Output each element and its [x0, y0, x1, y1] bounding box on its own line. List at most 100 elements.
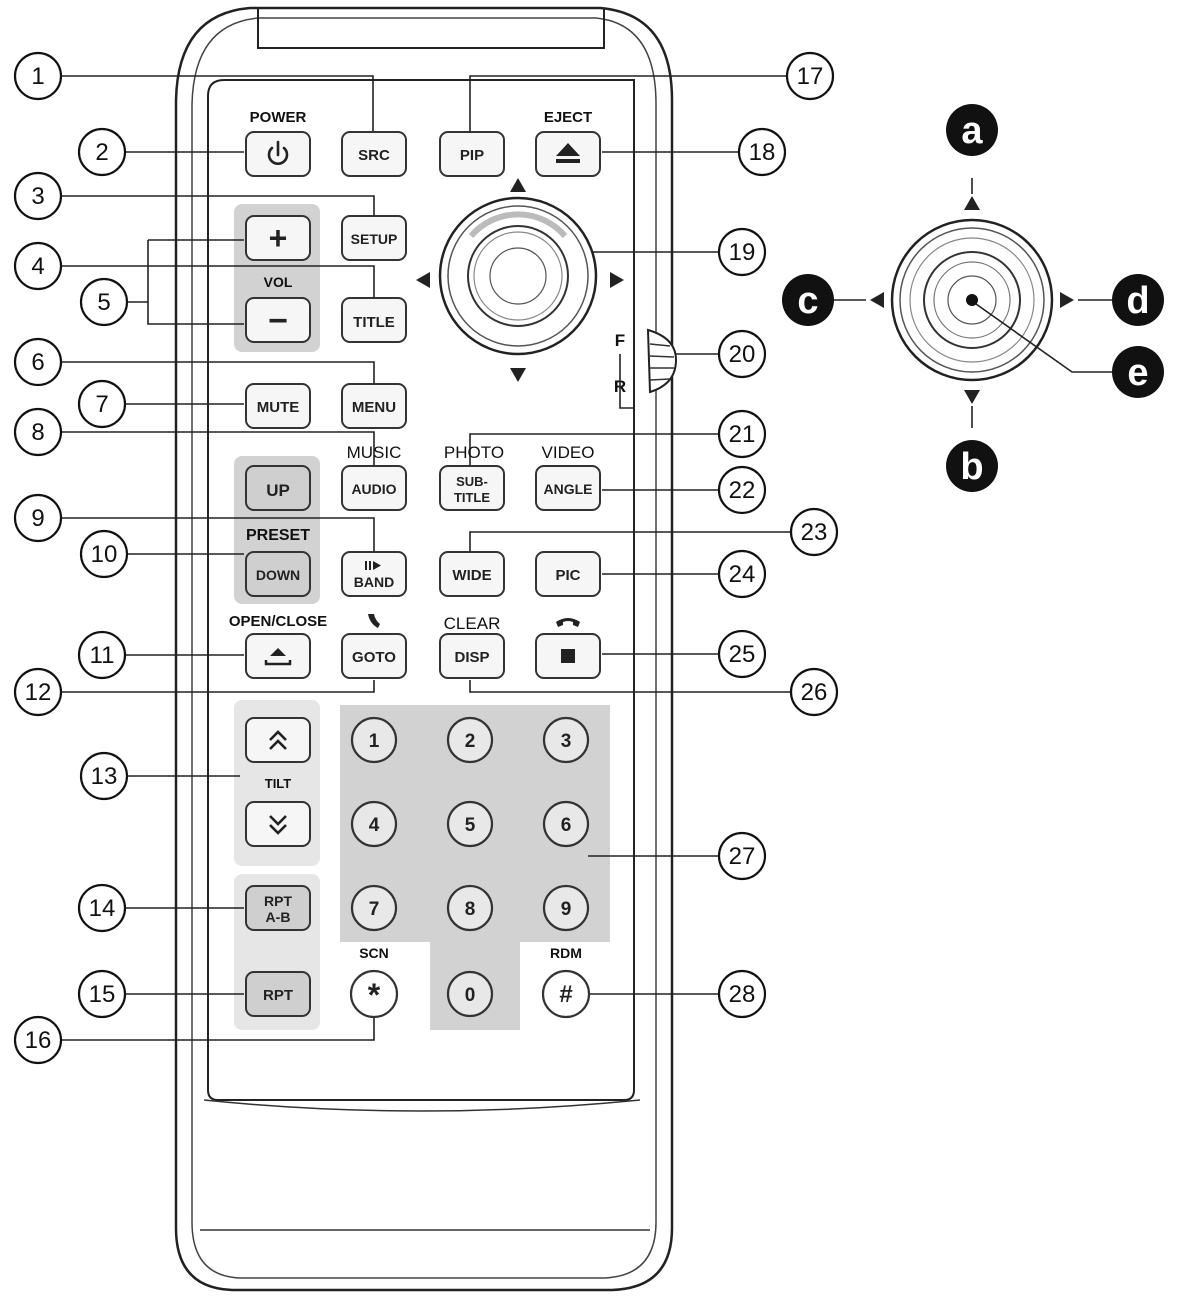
- wide-label: WIDE: [452, 567, 491, 584]
- disp-button[interactable]: DISP: [439, 633, 505, 679]
- direction-markers: a b c d e: [782, 104, 1164, 492]
- tilt-down-button[interactable]: [245, 801, 311, 847]
- svg-text:17: 17: [797, 63, 824, 90]
- mute-button[interactable]: MUTE: [245, 383, 311, 429]
- callout-22: 22: [717, 465, 767, 515]
- photo-label: PHOTO: [444, 443, 504, 462]
- svg-text:4: 4: [31, 253, 44, 280]
- star-key[interactable]: *: [349, 969, 399, 1019]
- goto-button[interactable]: GOTO: [341, 633, 407, 679]
- callout-11: 11: [77, 630, 127, 680]
- band-button[interactable]: BAND: [341, 551, 407, 597]
- callout-3: 3: [13, 171, 63, 221]
- key-8[interactable]: 8: [446, 884, 494, 932]
- svg-text:2: 2: [465, 731, 476, 752]
- hash-key[interactable]: #: [541, 969, 591, 1019]
- video-label: VIDEO: [542, 443, 595, 462]
- callout-13: 13: [79, 751, 129, 801]
- key-5[interactable]: 5: [446, 800, 494, 848]
- angle-label: ANGLE: [544, 481, 593, 497]
- title-button[interactable]: TITLE: [341, 297, 407, 343]
- svg-text:1: 1: [31, 63, 44, 90]
- joystick-detail: [834, 178, 1112, 428]
- rpt-ab-button[interactable]: RPT A-B: [245, 885, 311, 931]
- keypad-panel: [340, 705, 610, 1030]
- down-label: DOWN: [256, 567, 300, 583]
- rdm-label: RDM: [550, 945, 582, 961]
- star-glyph: *: [368, 977, 381, 1013]
- pip-label: PIP: [460, 147, 484, 164]
- subtitle-label-line2: TITLE: [454, 490, 490, 505]
- vol-down-button[interactable]: −: [245, 297, 311, 343]
- eject-button[interactable]: [535, 131, 601, 177]
- marker-c: c: [782, 274, 834, 326]
- svg-text:23: 23: [801, 519, 828, 546]
- joystick-left-arrow-icon: [416, 272, 430, 288]
- callout-24: 24: [717, 549, 767, 599]
- callout-25: 25: [717, 629, 767, 679]
- svg-text:10: 10: [91, 541, 118, 568]
- svg-text:22: 22: [729, 477, 756, 504]
- key-9[interactable]: 9: [542, 884, 590, 932]
- svg-text:6: 6: [31, 349, 44, 376]
- rpt-button[interactable]: RPT: [245, 971, 311, 1017]
- callout-26: 26: [789, 667, 839, 717]
- subtitle-button[interactable]: SUB- TITLE: [439, 465, 505, 511]
- pic-button[interactable]: PIC: [535, 551, 601, 597]
- key-3[interactable]: 3: [542, 716, 590, 764]
- svg-text:11: 11: [90, 642, 115, 669]
- setup-button[interactable]: SETUP: [341, 215, 407, 261]
- tilt-up-button[interactable]: [245, 717, 311, 763]
- detail-down-arrow-icon: [964, 390, 980, 404]
- svg-text:8: 8: [465, 899, 476, 920]
- setup-label: SETUP: [351, 231, 398, 247]
- stop-button[interactable]: [535, 633, 601, 679]
- fr-switch[interactable]: [646, 328, 678, 394]
- preset-up-button[interactable]: UP: [245, 465, 311, 511]
- src-button[interactable]: SRC: [341, 131, 407, 177]
- vol-minus-glyph: −: [268, 302, 288, 340]
- up-label: UP: [266, 481, 290, 500]
- svg-text:24: 24: [729, 561, 756, 588]
- svg-text:9: 9: [31, 505, 44, 532]
- callout-8: 8: [13, 407, 63, 457]
- detail-left-arrow-icon: [870, 292, 884, 308]
- callout-17: 17: [785, 51, 835, 101]
- key-1[interactable]: 1: [350, 716, 398, 764]
- mute-label: MUTE: [257, 399, 300, 416]
- angle-button[interactable]: ANGLE: [535, 465, 601, 511]
- pip-button[interactable]: PIP: [439, 131, 505, 177]
- pic-label: PIC: [555, 567, 580, 584]
- wide-button[interactable]: WIDE: [439, 551, 505, 597]
- audio-button[interactable]: AUDIO: [341, 465, 407, 511]
- key-0[interactable]: 0: [446, 970, 494, 1018]
- tilt-label: TILT: [265, 776, 292, 791]
- svg-text:e: e: [1127, 352, 1148, 394]
- callout-21: 21: [717, 409, 767, 459]
- key-7[interactable]: 7: [350, 884, 398, 932]
- callout-18: 18: [737, 127, 787, 177]
- key-6[interactable]: 6: [542, 800, 590, 848]
- joystick[interactable]: [438, 196, 598, 356]
- svg-text:14: 14: [89, 895, 116, 922]
- open-close-button[interactable]: [245, 633, 311, 679]
- double-chevron-up-icon: [269, 730, 287, 750]
- callouts: 1 2 3 4 5 6 7 8 9 10 11 12 13 14 15 16 1…: [13, 51, 839, 1065]
- callout-19: 19: [717, 227, 767, 277]
- callout-10: 10: [79, 529, 129, 579]
- svg-text:20: 20: [729, 341, 756, 368]
- svg-text:2: 2: [95, 139, 108, 166]
- rpt-ab-label-line1: RPT: [264, 893, 292, 909]
- open-close-icon: [264, 648, 292, 666]
- key-4[interactable]: 4: [350, 800, 398, 848]
- key-2[interactable]: 2: [446, 716, 494, 764]
- vol-up-button[interactable]: +: [245, 215, 311, 261]
- svg-text:5: 5: [97, 289, 110, 316]
- menu-button[interactable]: MENU: [341, 383, 407, 429]
- svg-text:19: 19: [729, 239, 756, 266]
- src-label: SRC: [358, 147, 390, 164]
- preset-down-button[interactable]: DOWN: [245, 551, 311, 597]
- joystick-up-arrow-icon: [510, 178, 526, 192]
- power-button[interactable]: [245, 131, 311, 177]
- marker-b: b: [946, 440, 998, 492]
